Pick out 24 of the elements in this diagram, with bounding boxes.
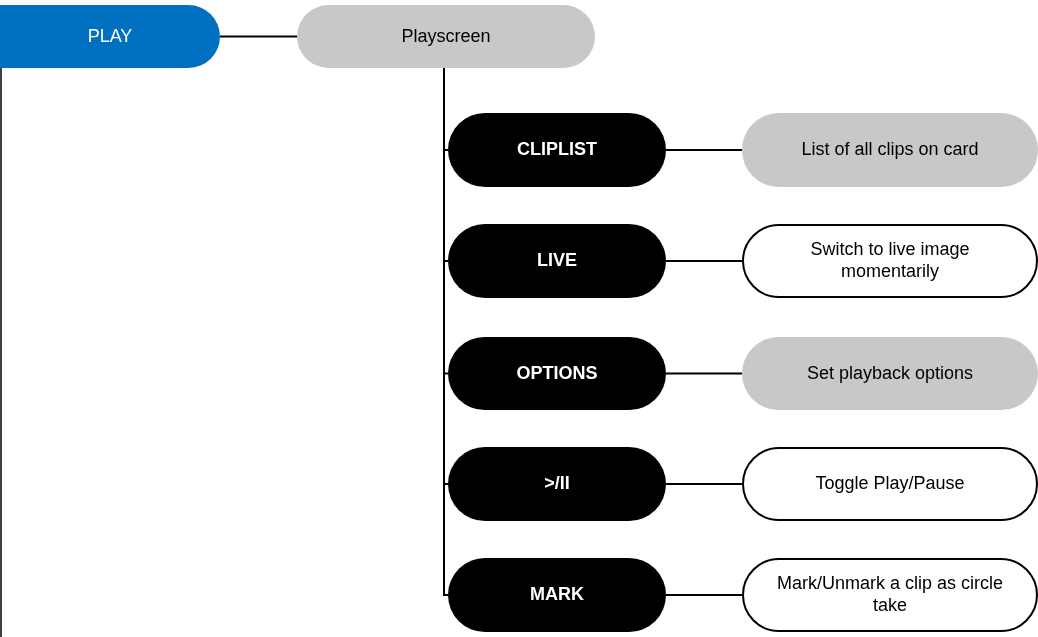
connector-line: [219, 35, 298, 38]
softkey-button: >/II: [448, 447, 666, 521]
softkey-button: OPTIONS: [448, 337, 666, 410]
menu-item: List of all clips on card: [742, 113, 1038, 187]
connector-line: [665, 483, 743, 485]
connector-line: [665, 260, 743, 262]
connector-line: [443, 149, 449, 151]
softkey-button: LIVE: [448, 224, 666, 298]
connector-line: [665, 149, 743, 151]
connector-line: [443, 483, 449, 485]
menu-item: Set playback options: [742, 337, 1038, 410]
description-box: Toggle Play/Pause: [742, 447, 1038, 521]
softkey-button: CLIPLIST: [448, 113, 666, 187]
connector-line: [665, 594, 743, 596]
softkey-button: MARK: [448, 558, 666, 632]
menu-item: Playscreen: [297, 5, 595, 68]
connector-line: [665, 372, 743, 375]
connector-line: [443, 67, 445, 597]
description-box: Mark/Unmark a clip as circle take: [742, 558, 1038, 632]
menu-button: PLAY: [0, 5, 220, 68]
description-box: Switch to live image momentarily: [742, 224, 1038, 298]
connector-line: [443, 372, 449, 375]
connector-line: [443, 260, 449, 262]
connector-line: [443, 594, 449, 596]
